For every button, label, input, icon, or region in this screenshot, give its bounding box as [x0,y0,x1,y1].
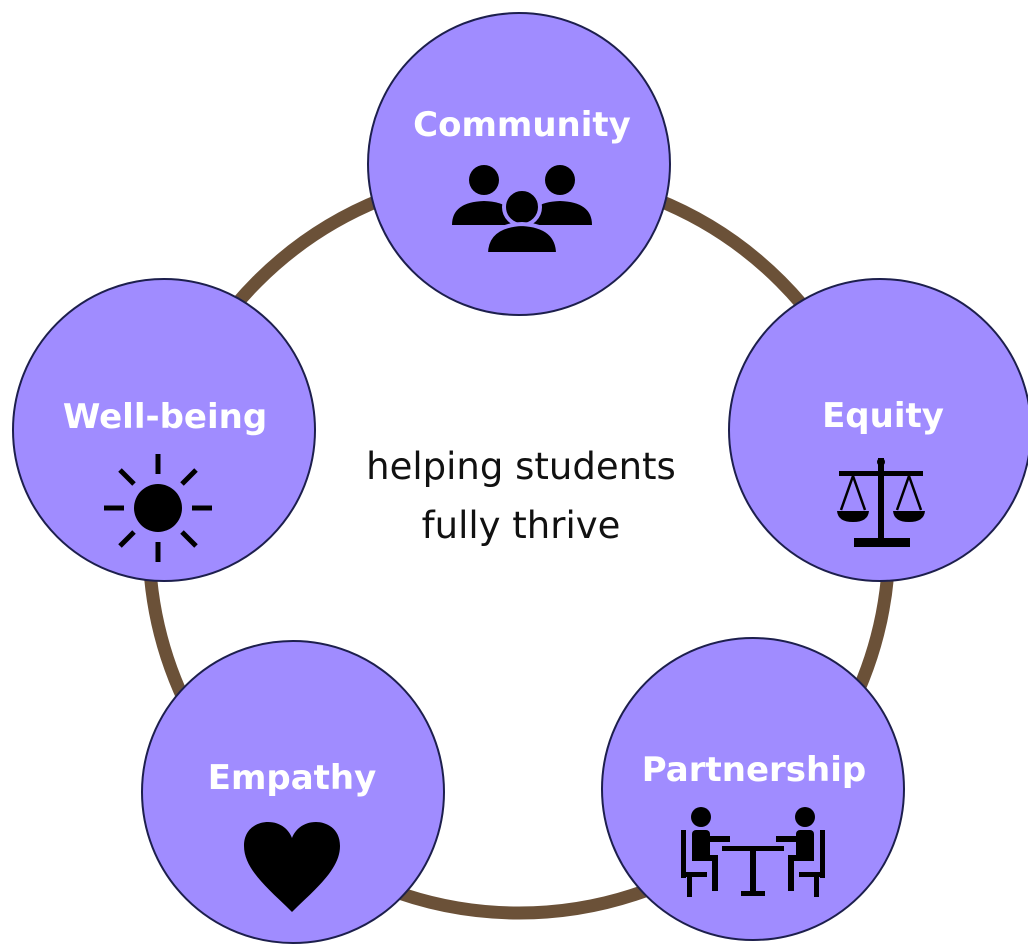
node-wellbeing-label: Well-being [63,397,267,437]
center-statement: helping students fully thrive [366,445,676,547]
center-text-line-2: fully thrive [422,504,621,547]
node-partnership: Partnership [601,637,905,941]
node-equity-label: Equity [822,396,944,436]
center-text-line-1: helping students [366,445,676,488]
node-empathy-circle [141,640,445,944]
node-partnership-label: Partnership [642,750,866,790]
node-partnership-circle [601,637,905,941]
sun-icon [104,454,212,562]
node-community-circle [367,12,671,316]
node-empathy: Empathy [141,640,445,944]
node-wellbeing-circle [12,278,316,582]
node-empathy-label: Empathy [208,758,377,798]
people-group-icon [452,165,592,256]
node-wellbeing: Well-being [12,278,316,582]
heart-icon [244,822,340,912]
node-equity-circle [728,278,1028,582]
meeting-table-icon [681,807,825,897]
node-equity: Equity [728,278,1028,582]
node-community: Community [367,12,671,316]
scales-icon [837,458,925,547]
node-community-label: Community [413,105,631,145]
